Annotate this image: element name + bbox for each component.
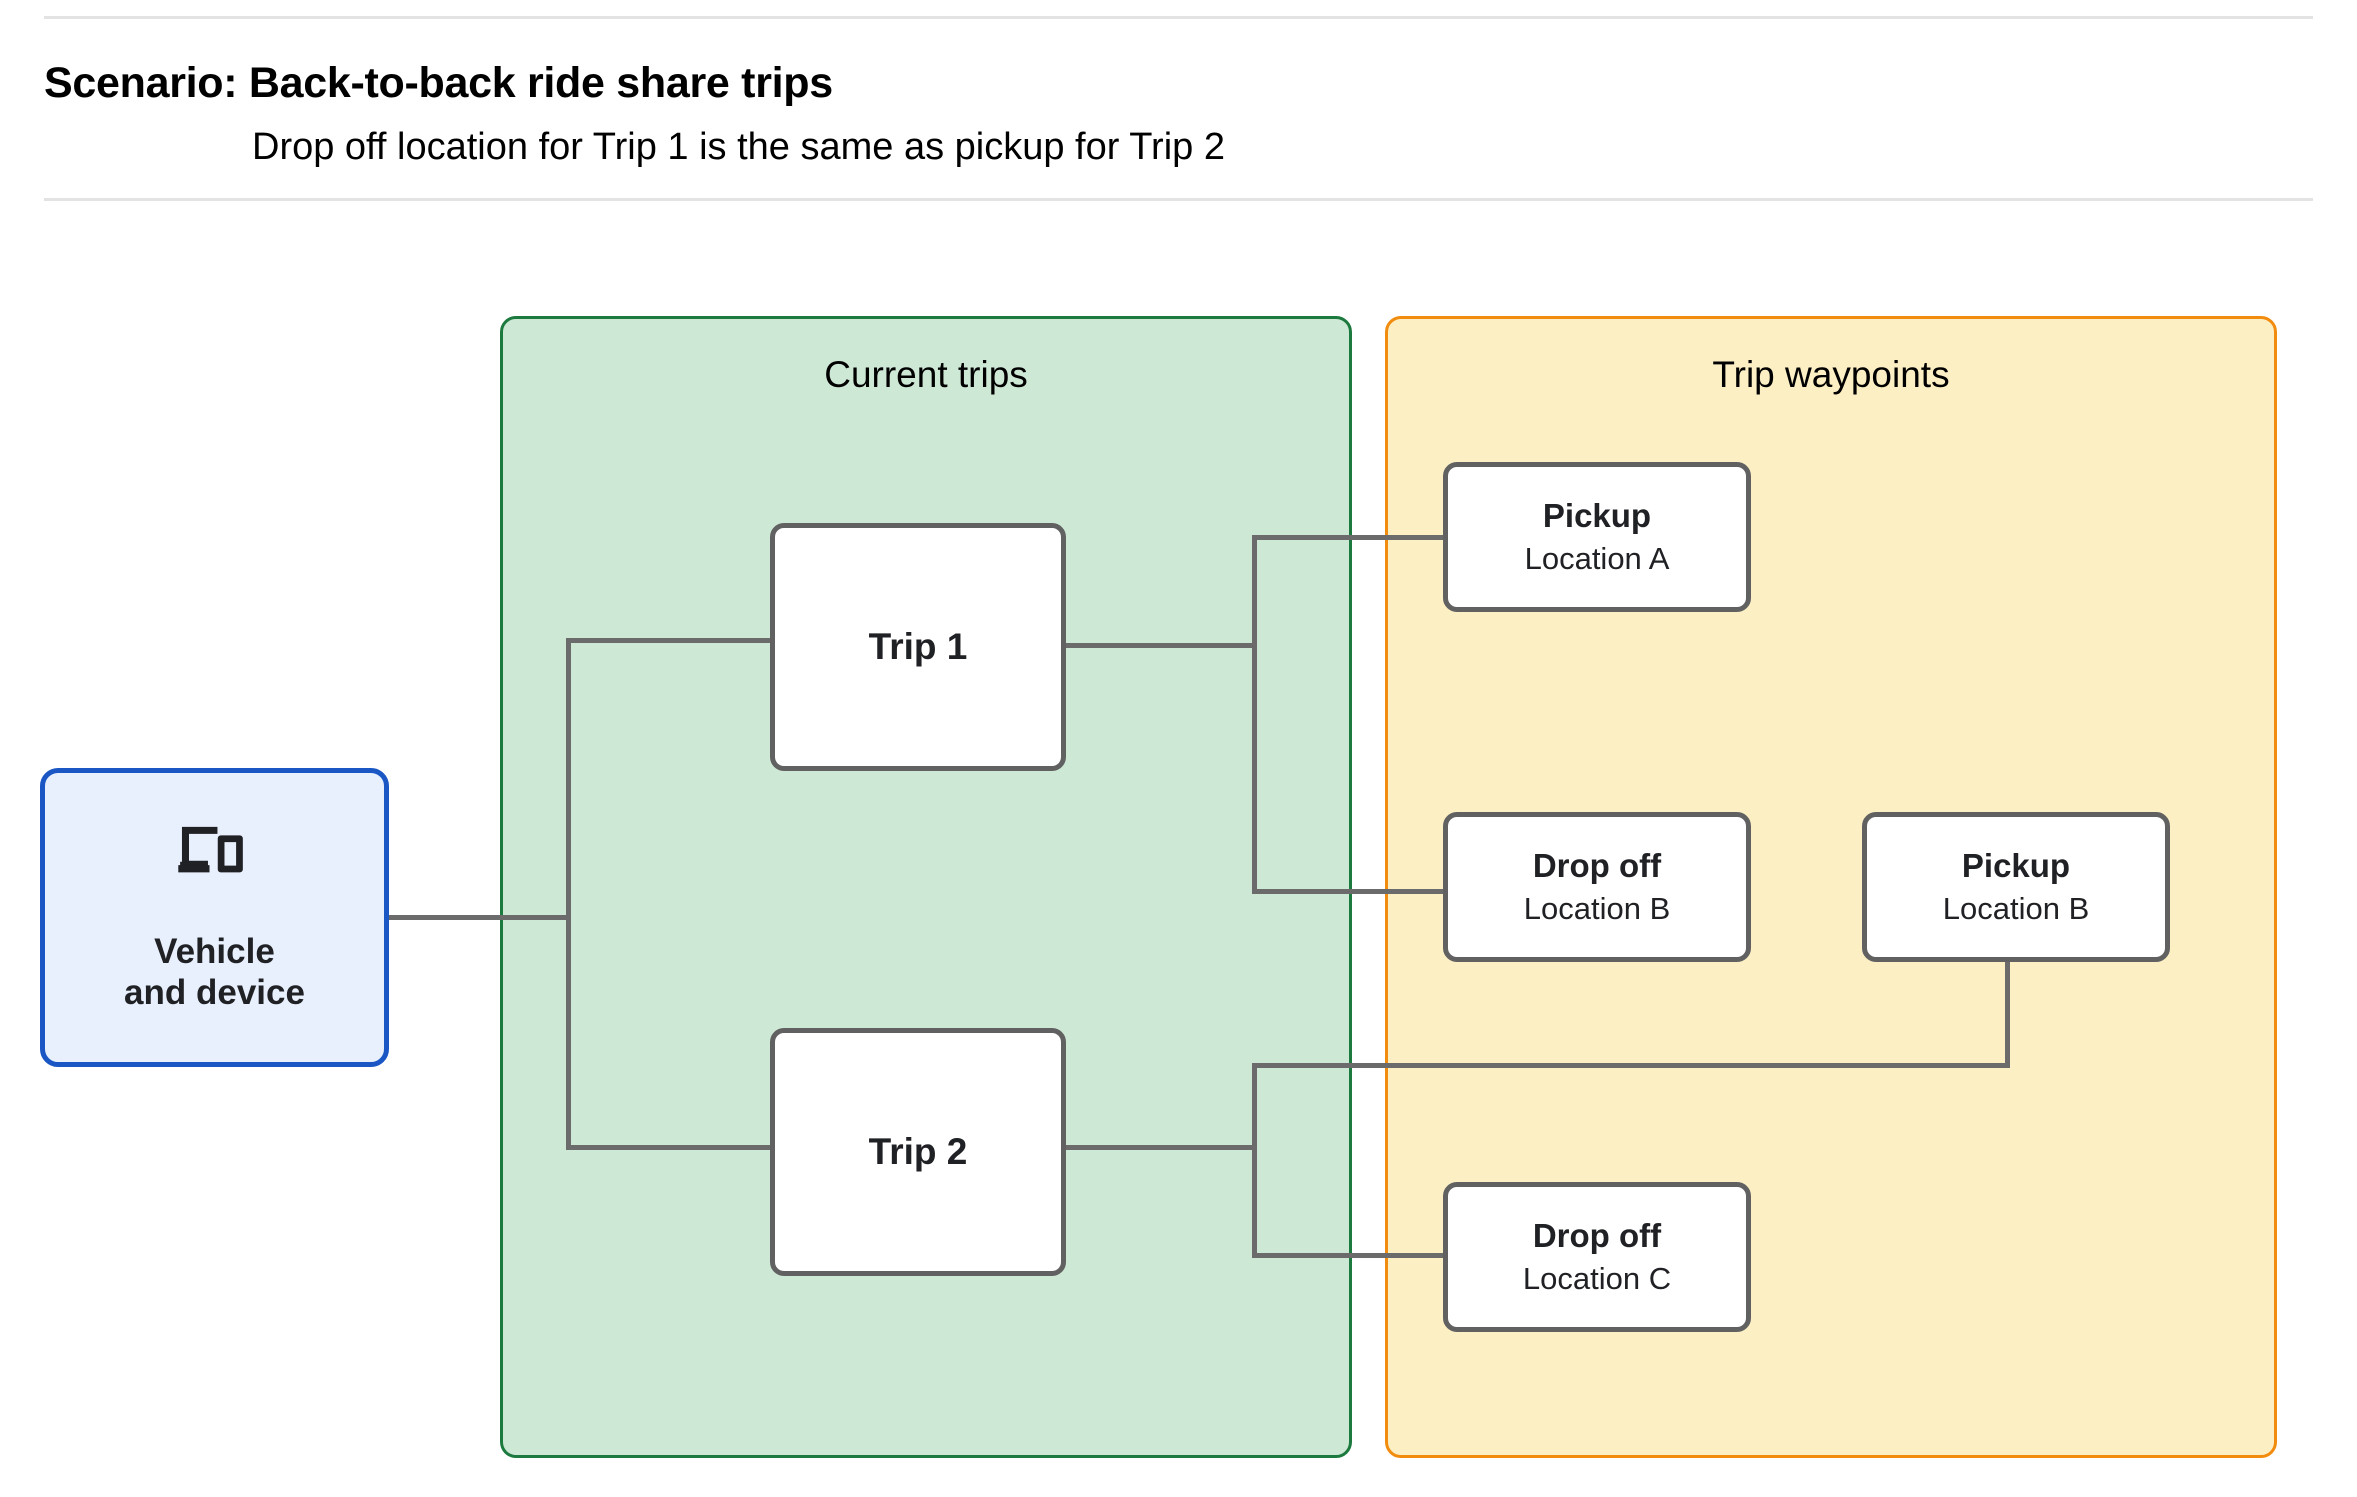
waypoint-location: Location B <box>1523 890 1671 926</box>
devices-icon <box>177 826 243 873</box>
node-vehicle-label-line1: Vehicle <box>154 932 275 971</box>
waypoint-kind: Drop off <box>1532 846 1662 884</box>
edge-trip-1-spine-vertical <box>1252 535 1257 894</box>
node-vehicle-and-device[interactable]: Vehicle and device <box>40 768 389 1067</box>
page-subtitle: Drop off location for Trip 1 is the same… <box>252 126 1225 168</box>
waypoint-location: Location C <box>1522 1260 1672 1296</box>
edge-pickup-b-drop-vertical <box>2005 960 2010 1068</box>
node-vehicle-label: Vehicle and device <box>124 931 305 1014</box>
edge-vehicle-to-spine <box>389 915 570 920</box>
edge-trip-1-to-dropoff-b <box>1252 889 1446 894</box>
group-current-trips-title: Current trips <box>824 354 1028 395</box>
waypoint-kind: Pickup <box>1542 496 1652 534</box>
edge-spine-to-trip-1 <box>566 638 774 643</box>
node-waypoint-pickup-b[interactable]: Pickup Location B <box>1862 812 2170 962</box>
waypoint-location: Location A <box>1524 540 1670 576</box>
page-title: Scenario: Back-to-back ride share trips <box>44 59 833 107</box>
edge-spine-vertical <box>566 638 571 1150</box>
node-waypoint-dropoff-b[interactable]: Drop off Location B <box>1443 812 1751 962</box>
node-vehicle-label-line2: and device <box>124 973 305 1013</box>
node-waypoint-pickup-a[interactable]: Pickup Location A <box>1443 462 1751 612</box>
edge-spine-to-trip-2 <box>566 1145 774 1150</box>
edge-trip-2-to-dropoff-c <box>1252 1253 1446 1258</box>
group-current-trips: Current trips <box>500 316 1352 1458</box>
header-divider-bottom <box>44 198 2313 201</box>
edge-trip-1-to-pickup-a <box>1252 535 1446 540</box>
edge-trip-2-to-spine <box>1062 1145 1256 1150</box>
node-trip-2-label: Trip 2 <box>868 1131 968 1172</box>
waypoint-kind: Pickup <box>1961 846 2071 884</box>
edge-trip-1-to-spine <box>1062 643 1256 648</box>
edge-trip-2-spine-vertical <box>1252 1063 1257 1258</box>
header-divider-top <box>44 16 2313 19</box>
node-waypoint-dropoff-c[interactable]: Drop off Location C <box>1443 1182 1751 1332</box>
waypoint-location: Location B <box>1942 890 2090 926</box>
edge-trip-2-to-pickup-b <box>1252 1063 2010 1068</box>
node-trip-1-label: Trip 1 <box>868 626 968 667</box>
group-trip-waypoints-title: Trip waypoints <box>1712 354 1950 395</box>
node-trip-1[interactable]: Trip 1 <box>770 523 1066 771</box>
waypoint-kind: Drop off <box>1532 1216 1662 1254</box>
node-trip-2[interactable]: Trip 2 <box>770 1028 1066 1276</box>
